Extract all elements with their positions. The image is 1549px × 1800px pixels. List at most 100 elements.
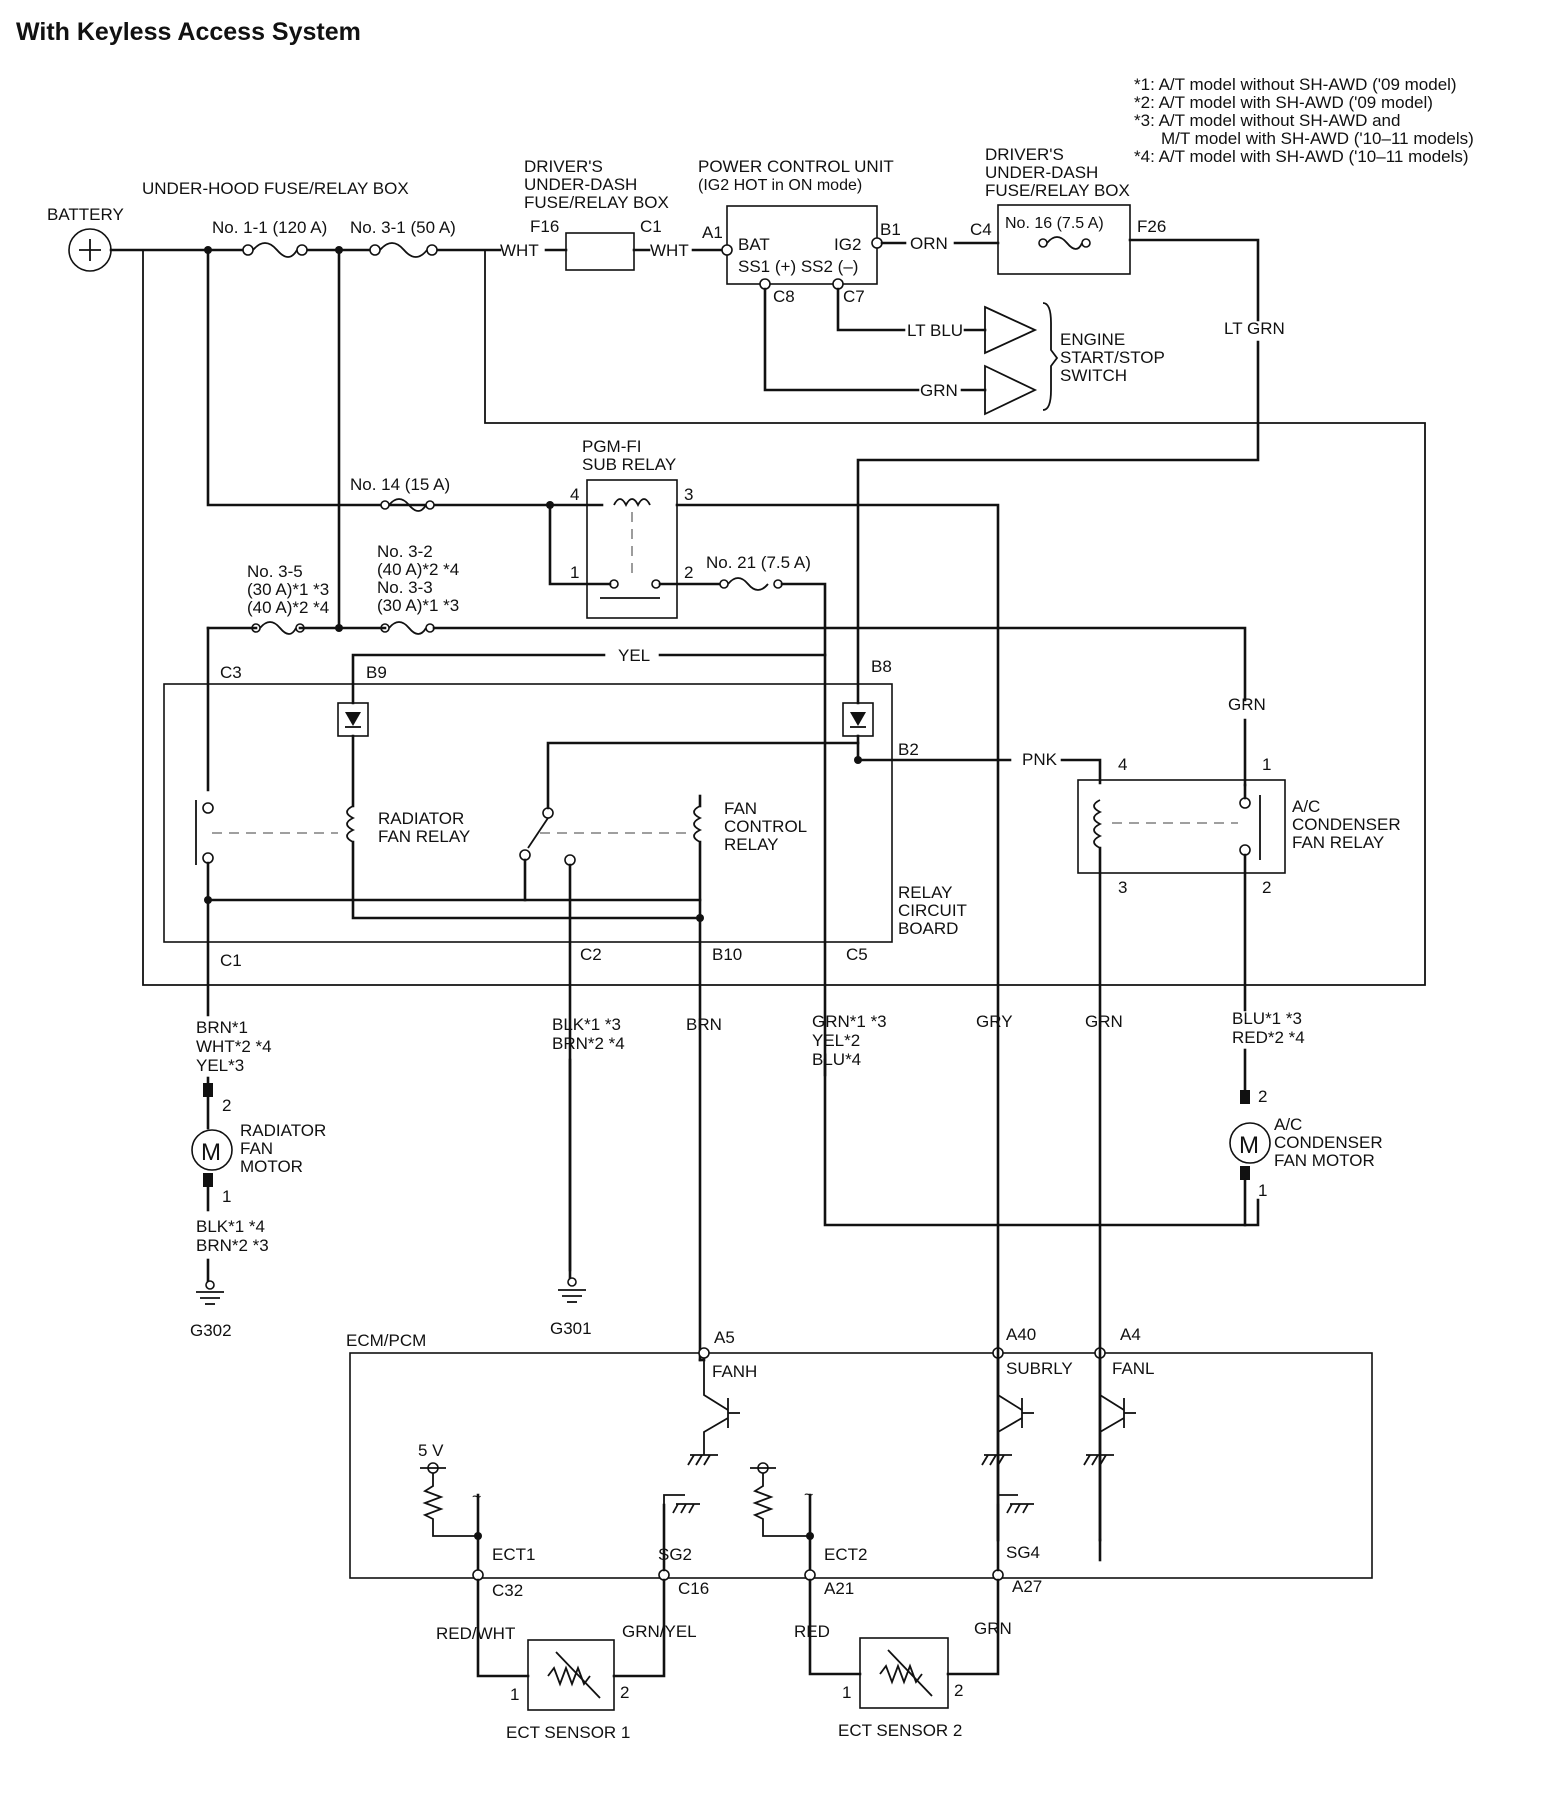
svg-text:No. 3-2: No. 3-2 [377, 542, 433, 561]
wire-lt-grn: LT GRN [1224, 319, 1285, 338]
wire-wht-1: WHT [500, 241, 539, 260]
battery: BATTERY [47, 205, 124, 272]
svg-text:PGM-FI: PGM-FI [582, 437, 642, 456]
svg-text:C1: C1 [640, 217, 662, 236]
svg-text:ECT2: ECT2 [824, 1545, 867, 1564]
ac-condenser-fan-motor: M 2 1 A/C CONDENSER FAN MOTOR [1229, 1087, 1383, 1200]
svg-text:A/C: A/C [1292, 797, 1320, 816]
svg-text:1: 1 [842, 1683, 851, 1702]
radiator-fan-relay: RADIATOR FAN RELAY [337, 702, 470, 846]
svg-text:BLK*1 *4: BLK*1 *4 [196, 1217, 265, 1236]
svg-text:CONDENSER: CONDENSER [1292, 815, 1401, 834]
svg-text:C3: C3 [220, 663, 242, 682]
wire-rfm-ground-colors: BLK*1 *4 BRN*2 *3 [196, 1217, 269, 1255]
svg-text:DRIVER'S: DRIVER'S [985, 145, 1064, 164]
svg-text:C32: C32 [492, 1581, 523, 1600]
ecm-bottom-pins: C32 C16 A21 A27 [472, 1569, 1042, 1600]
fuse-1-1-label: No. 1-1 (120 A) [212, 218, 327, 237]
wire-b10-brn: BRN [686, 1015, 722, 1034]
pin-c5: C5 [846, 945, 868, 964]
svg-text:3: 3 [1118, 878, 1127, 897]
wire-lt-blu: LT BLU [907, 321, 963, 340]
svg-text:SUBRLY: SUBRLY [1006, 1359, 1073, 1378]
wire-acm-colors: BLU*1 *3 RED*2 *4 [1232, 1009, 1305, 1047]
svg-text:FAN MOTOR: FAN MOTOR [1274, 1151, 1375, 1170]
svg-text:(IG2 HOT in ON mode): (IG2 HOT in ON mode) [698, 177, 862, 194]
svg-text:BRN*2 *4: BRN*2 *4 [552, 1034, 625, 1053]
svg-text:No. 16 (7.5 A): No. 16 (7.5 A) [1005, 215, 1104, 232]
svg-text:1: 1 [1262, 755, 1271, 774]
svg-text:IG2: IG2 [834, 235, 861, 254]
ground-g301: G301 [550, 1277, 592, 1338]
svg-text:YEL*3: YEL*3 [196, 1056, 244, 1075]
svg-text:G302: G302 [190, 1321, 232, 1340]
radiator-relay-contact [195, 800, 338, 865]
note-3: *3: A/T model without SH-AWD and [1134, 111, 1400, 130]
svg-text:B1: B1 [880, 220, 901, 239]
ect1-internal: 5 V ECT1 ~ SG2 [418, 1441, 700, 1572]
svg-text:SWITCH: SWITCH [1060, 366, 1127, 385]
wire-orn: ORN [910, 234, 948, 253]
under-dash-fuse-box-1: DRIVER'S UNDER-DASH FUSE/RELAY BOX F16 C… [524, 157, 669, 271]
svg-text:C16: C16 [678, 1579, 709, 1598]
svg-text:B2: B2 [898, 740, 919, 759]
battery-label: BATTERY [47, 205, 124, 224]
wire-c1-colors: BRN*1 WHT*2 *4 YEL*3 [196, 1018, 272, 1075]
svg-text:RELAY: RELAY [898, 883, 953, 902]
fuse-14 [380, 498, 435, 512]
svg-text:C7: C7 [843, 287, 865, 306]
svg-text:A4: A4 [1120, 1325, 1141, 1344]
fan-control-relay-switch [519, 807, 690, 866]
svg-text:(40 A)*2 *4: (40 A)*2 *4 [377, 560, 459, 579]
wire-gry: GRY [976, 1012, 1013, 1031]
diagram-title: With Keyless Access System [16, 18, 361, 46]
svg-text:FUSE/RELAY BOX: FUSE/RELAY BOX [985, 181, 1130, 200]
svg-text:RADIATOR: RADIATOR [378, 809, 464, 828]
svg-text:(30 A)*1 *3: (30 A)*1 *3 [377, 596, 459, 615]
svg-text:G301: G301 [550, 1319, 592, 1338]
svg-text:FANL: FANL [1112, 1359, 1155, 1378]
ect-sensor-2: 1 2 ECT SENSOR 2 [838, 1637, 963, 1740]
svg-text:M: M [201, 1139, 221, 1166]
svg-text:BAT: BAT [738, 235, 770, 254]
svg-text:A/C: A/C [1274, 1115, 1302, 1134]
footnotes: *1: A/T model without SH-AWD ('09 model)… [1134, 75, 1474, 166]
under-hood-box-label: UNDER-HOOD FUSE/RELAY BOX [142, 179, 409, 198]
wire-pnk: PNK [1022, 750, 1058, 769]
fuse-3-1-label: No. 3-1 (50 A) [350, 218, 456, 237]
svg-text:ECT1: ECT1 [492, 1545, 535, 1564]
svg-text:DRIVER'S: DRIVER'S [524, 157, 603, 176]
svg-text:ECT SENSOR 2: ECT SENSOR 2 [838, 1721, 962, 1740]
svg-text:ENGINE: ENGINE [1060, 330, 1125, 349]
svg-text:POWER CONTROL UNIT: POWER CONTROL UNIT [698, 157, 894, 176]
svg-text:SS1 (+) SS2 (–): SS1 (+) SS2 (–) [738, 257, 858, 276]
svg-text:UNDER-DASH: UNDER-DASH [985, 163, 1098, 182]
wire-c5-colors: GRN*1 *3 YEL*2 BLU*4 [812, 1012, 887, 1069]
wire-grn-ac: GRN [1228, 695, 1266, 714]
wire-red-wht: RED/WHT [436, 1624, 515, 1643]
diode-b8 [842, 702, 874, 737]
svg-text:WHT*2 *4: WHT*2 *4 [196, 1037, 272, 1056]
svg-text:2: 2 [620, 1683, 629, 1702]
wire-red: RED [794, 1622, 830, 1641]
fuse-21 [719, 577, 783, 591]
svg-text:1: 1 [1258, 1181, 1267, 1200]
fuse-21-label: No. 21 (7.5 A) [706, 553, 811, 572]
svg-text:~: ~ [804, 1487, 813, 1504]
svg-text:1: 1 [222, 1187, 231, 1206]
svg-text:1: 1 [570, 563, 579, 582]
svg-text:(40 A)*2 *4: (40 A)*2 *4 [247, 598, 329, 617]
svg-text:M: M [1239, 1132, 1259, 1159]
svg-text:BLU*4: BLU*4 [812, 1050, 861, 1069]
svg-text:A5: A5 [714, 1328, 735, 1347]
svg-text:CONDENSER: CONDENSER [1274, 1133, 1383, 1152]
svg-text:No. 3-3: No. 3-3 [377, 578, 433, 597]
svg-text:BRN*2 *3: BRN*2 *3 [196, 1236, 269, 1255]
svg-text:SUB RELAY: SUB RELAY [582, 455, 676, 474]
svg-text:F16: F16 [530, 217, 559, 236]
svg-text:FAN: FAN [724, 799, 757, 818]
wire-grn-ss: GRN [920, 381, 958, 400]
svg-text:3: 3 [684, 485, 693, 504]
svg-text:YEL*2: YEL*2 [812, 1031, 860, 1050]
wire-grn-s2: GRN [974, 1619, 1012, 1638]
